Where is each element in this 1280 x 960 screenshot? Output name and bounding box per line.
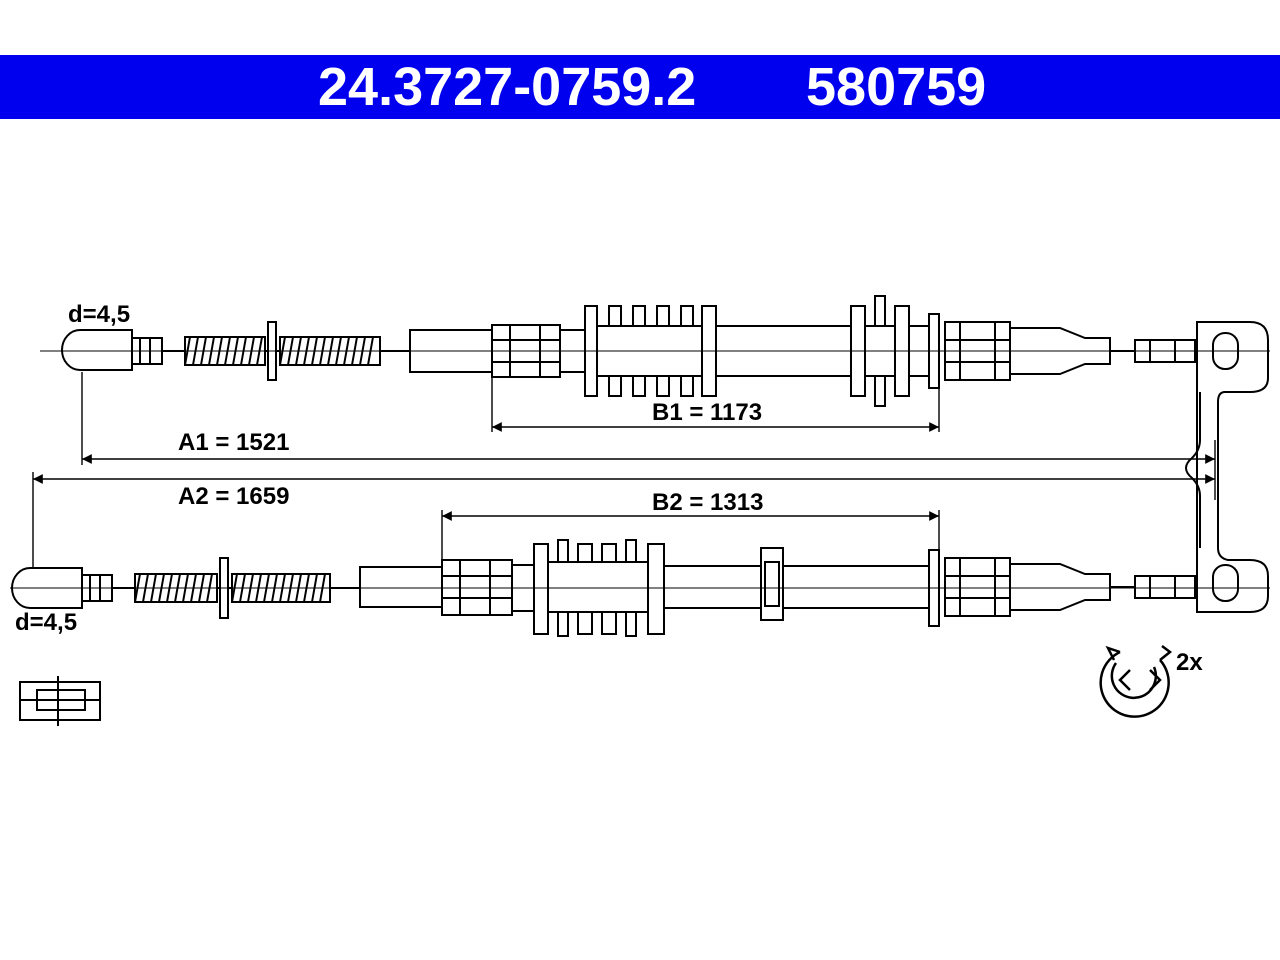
- b1-label: B1 = 1173: [652, 399, 762, 426]
- title-bar: 24.3727-0759.2 580759: [0, 55, 1280, 119]
- top-cable-nipple-end: [61, 329, 163, 371]
- equalizer-bracket: [1185, 321, 1269, 613]
- b2-label: B2 = 1313: [652, 489, 763, 516]
- dimension-lines: [32, 372, 1216, 568]
- a1-label: A1 = 1521: [178, 429, 289, 456]
- part-number: 24.3727-0759.2: [318, 57, 697, 117]
- diameter-label-top: d=4,5: [68, 301, 130, 328]
- bottom-cable-end-nut: [944, 557, 1011, 617]
- a2-label: A2 = 1659: [178, 483, 289, 510]
- bottom-cable-bushing: [760, 547, 784, 621]
- centerlines: [10, 350, 1270, 589]
- clip-quantity-label: 2x: [1176, 649, 1203, 676]
- cable-end-symbol-icon: [19, 676, 101, 726]
- reference-number: 580759: [806, 57, 987, 117]
- retaining-clip-icon: [1099, 645, 1173, 718]
- bottom-cable-sleeve: [359, 566, 443, 608]
- diameter-label-bottom: d=4,5: [15, 609, 77, 636]
